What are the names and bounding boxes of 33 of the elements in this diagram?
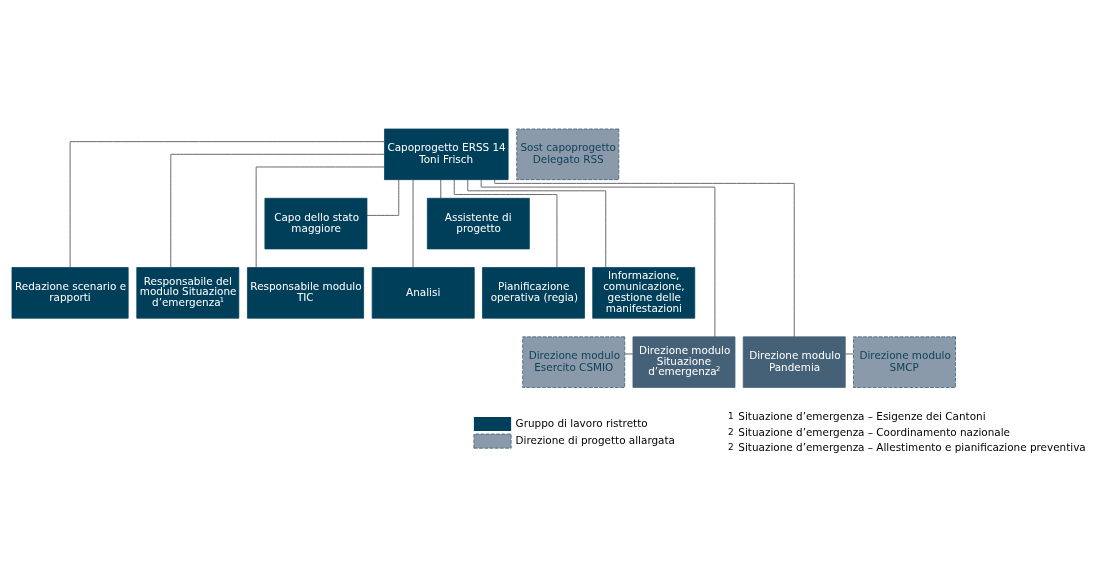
node-box: Sost capoprogetto Delegato RSS <box>516 128 620 180</box>
connector <box>170 153 385 268</box>
label: Situazione d’emergenza – Coordinamento nazionale <box>738 425 1010 438</box>
connector <box>69 140 385 268</box>
node-box: Responsabile del modulo Situazione d’emergenza$^{1}$ <box>136 266 240 319</box>
label: 2 <box>727 426 734 437</box>
node-box: Capo dello stato maggiore <box>264 197 368 249</box>
label: Situazione d’emergenza – Allestimento e pianificazione preventiva <box>738 440 1086 453</box>
node-box: Assistente di progetto <box>426 197 530 249</box>
node-box: Responsabile modulo TIC <box>247 266 364 319</box>
node-box: Direzione modulo SMCP <box>853 335 956 388</box>
node-box: Informazione, comunicazione, gestione delle manifestazioni <box>592 266 696 319</box>
connector <box>366 178 400 216</box>
connector <box>412 178 414 268</box>
legend-label: Gruppo di lavoro ristretto <box>515 416 648 429</box>
node-box: Capoprogetto ERSS 14 Toni Frisch <box>384 128 509 180</box>
connector <box>624 353 634 354</box>
connector <box>453 178 558 268</box>
connector <box>440 178 442 199</box>
connector <box>494 178 795 337</box>
node-box: Analisi <box>371 266 475 319</box>
legend-label: Direzione di progetto allargata <box>515 433 675 446</box>
node-box: Direzione modulo Pandemia <box>742 335 846 388</box>
connector <box>467 178 607 268</box>
connector <box>255 166 385 268</box>
label: Situazione d’emergenza – Esigenze dei Cantoni <box>738 409 986 422</box>
node-box: Direzione modulo Esercito CSMIO <box>522 335 626 388</box>
label: 2 <box>727 441 734 452</box>
label: 1 <box>727 410 734 421</box>
node-box: Direzione modulo Situazione d’emergenza$^{2}$ <box>632 335 736 388</box>
node-box: Redazione scenario e rapporti <box>11 266 129 319</box>
node-box: Pianificazione operativa (regia) <box>482 266 585 319</box>
connector <box>845 353 854 354</box>
